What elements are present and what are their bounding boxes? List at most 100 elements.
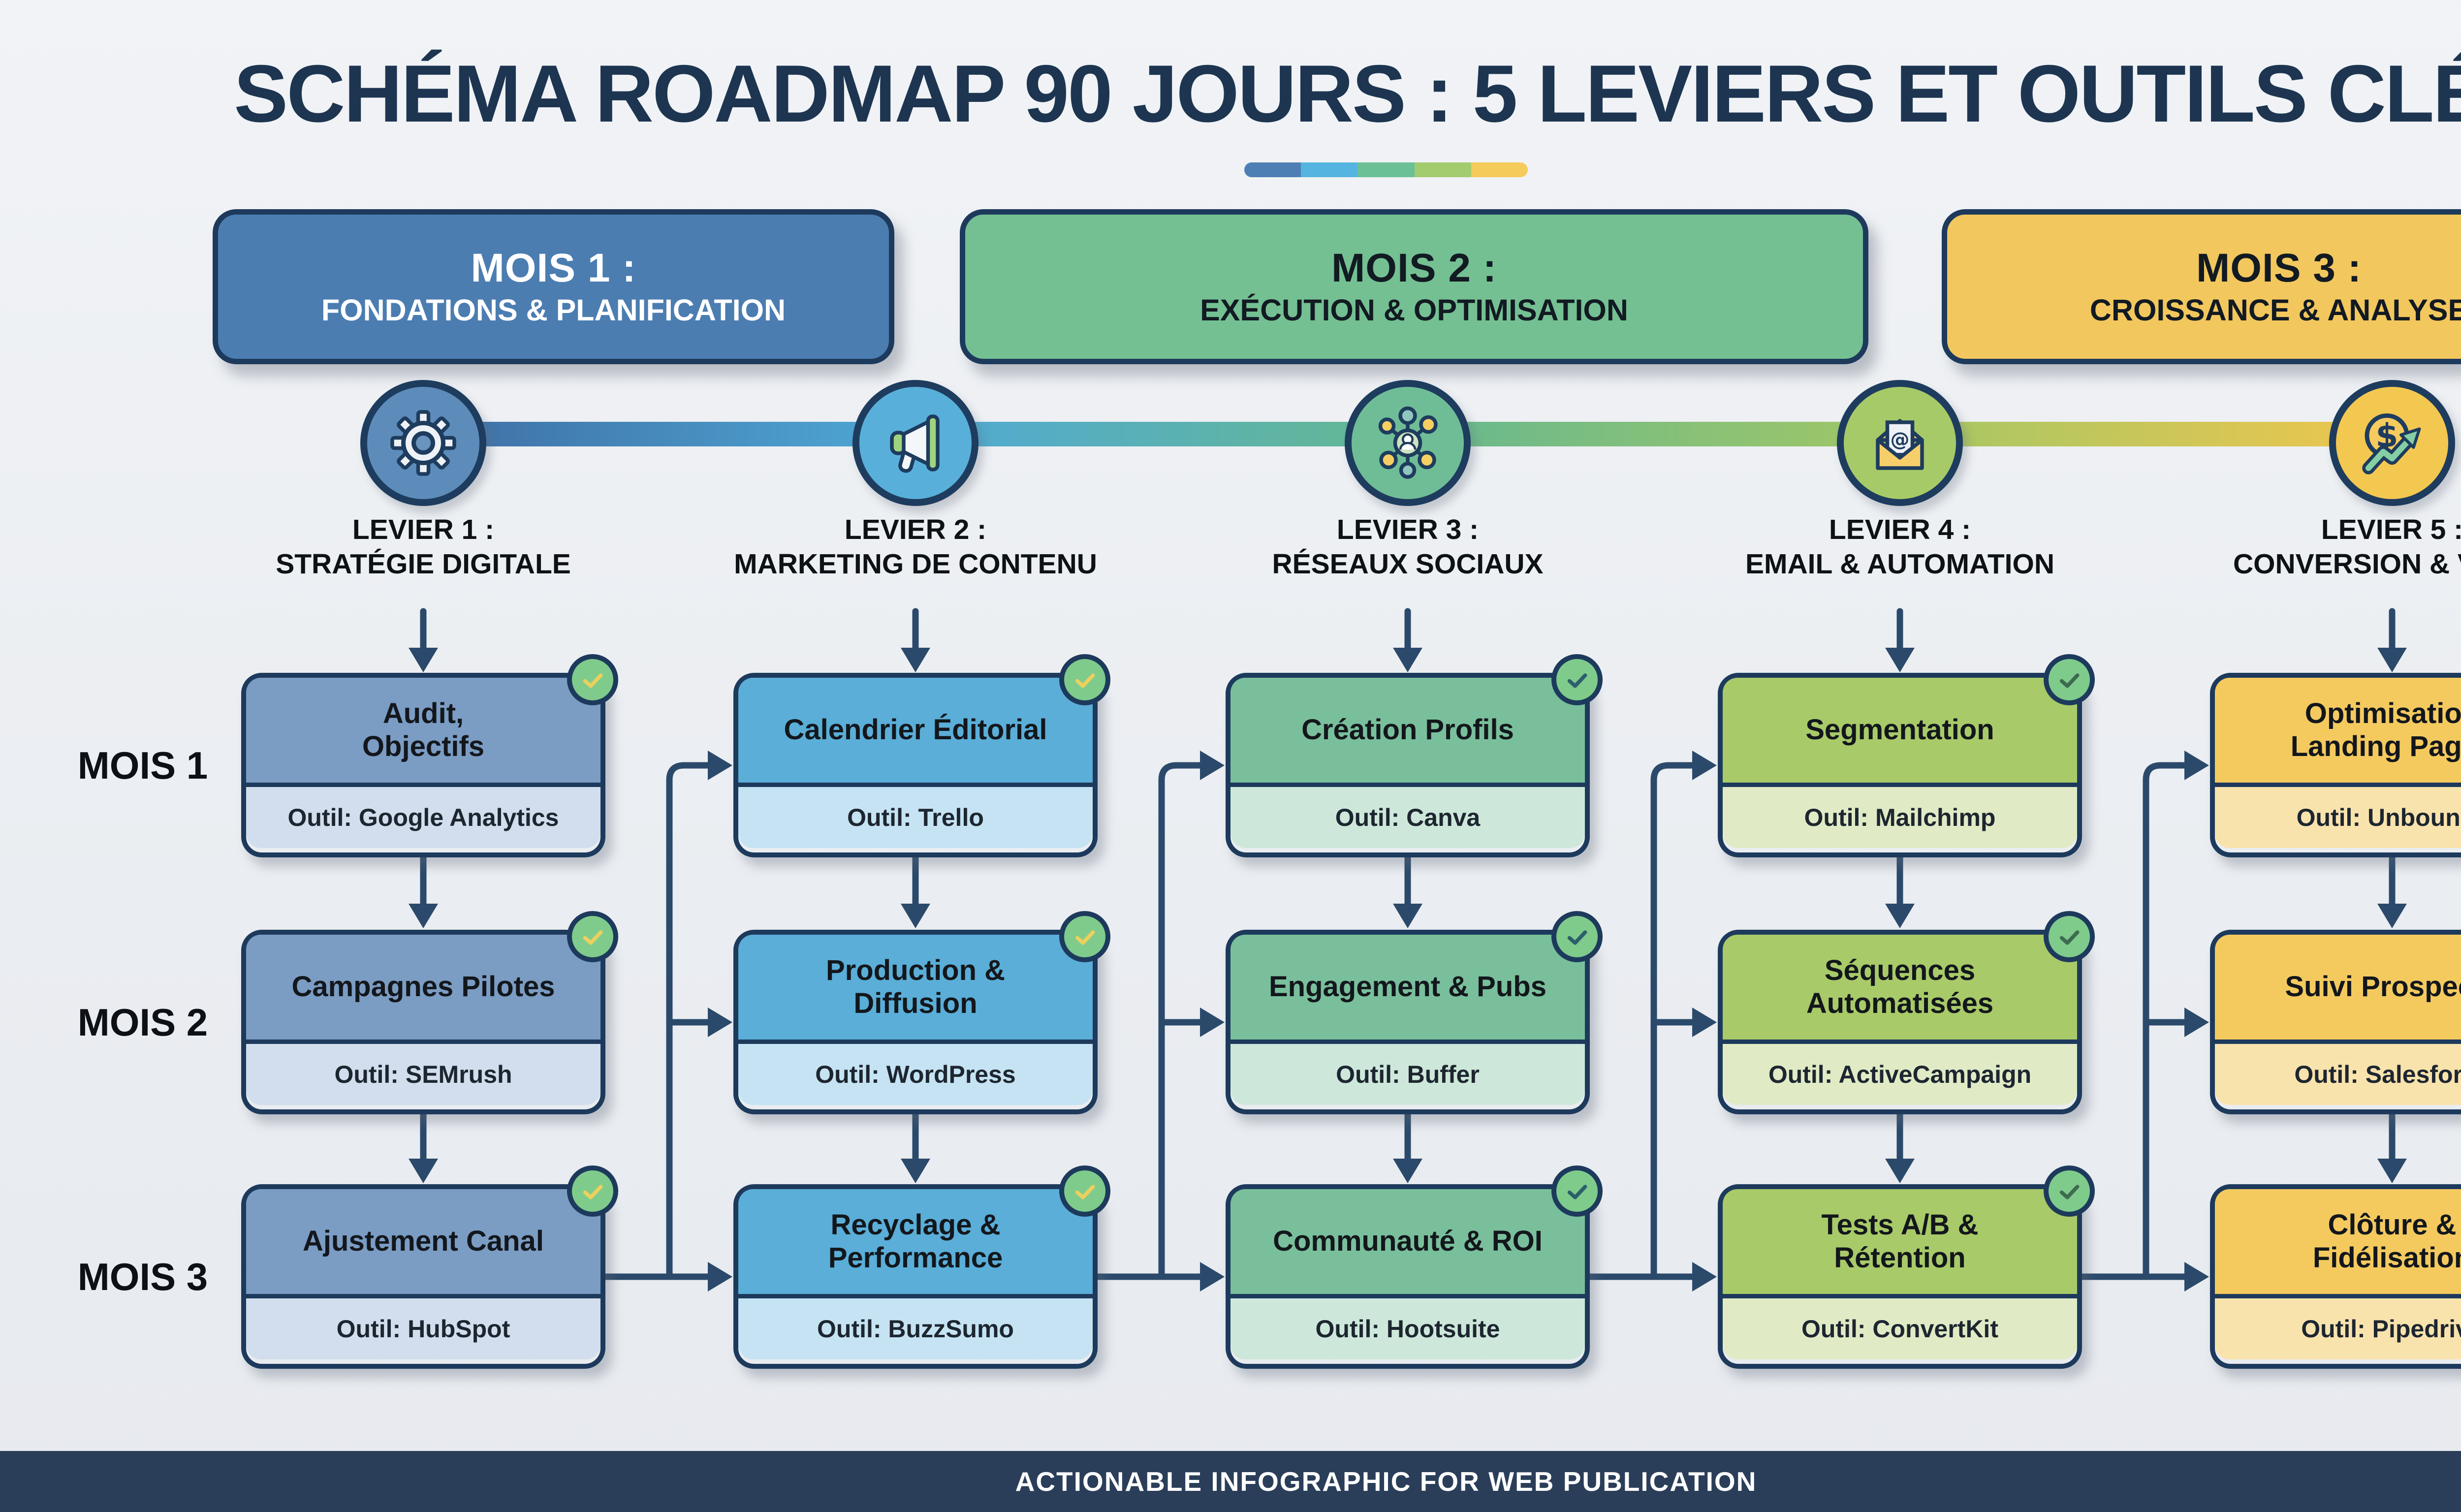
month-header-subtitle: FONDATIONS & PLANIFICATION [321,293,786,327]
task-tool: Outil: Pipedrive [2215,1298,2461,1359]
levier-label-line1: LEVIER 1 : [352,514,495,545]
levier-label-line2: EMAIL & AUTOMATION [1745,548,2055,580]
check-icon [2059,1185,2080,1199]
task-card: Clôture & Fidélisation Outil: Pipedrive [2210,1184,2461,1369]
accent-segment [1357,162,1415,177]
task-tool: Outil: Salesforce [2215,1044,2461,1105]
row-label-mois-3: MOIS 3 [77,1255,208,1298]
timeline-node-4: @ [1837,380,1963,506]
task-tool: Outil: ActiveCampaign [1723,1044,2077,1105]
task-tool: Outil: Trello [738,787,1093,848]
timeline-node-3 [1345,380,1471,506]
task-title: Segmentation [1723,678,2077,787]
timeline-node-1 [360,380,486,506]
levier-1-label: LEVIER 1 : STRATÉGIE DIGITALE [177,513,669,581]
task-title: Optimisation Landing Pages [2215,678,2461,787]
task-tool: Outil: BuzzSumo [738,1298,1093,1359]
levier-5-label: LEVIER 5 : CONVERSION & VENTE [2146,513,2461,581]
task-title: Production & Diffusion [738,935,1093,1044]
levier-label-line1: LEVIER 3 : [1336,514,1479,545]
month-3-header: MOIS 3 : CROISSANCE & ANALYSE [1942,209,2461,364]
megaphone-icon [890,414,940,473]
task-card: Calendrier Éditorial Outil: Trello [733,654,1110,857]
task-tool: Outil: ConvertKit [1723,1298,2077,1359]
check-icon [2059,930,2080,945]
task-title: Création Profils [1230,678,1585,787]
task-tool: Outil: Buffer [1230,1044,1585,1105]
accent-segment [1301,162,1358,177]
task-card: Suivi Prospects Outil: Salesforce [2210,930,2461,1114]
task-title: Ajustement Canal [246,1189,600,1298]
check-badge [567,654,618,705]
levier-2-label: LEVIER 2 : MARKETING DE CONTENU [669,513,1162,581]
check-badge [2044,911,2095,962]
levier-4-label: LEVIER 4 : EMAIL & AUTOMATION [1654,513,2146,581]
month-header-title: MOIS 2 : [1331,246,1497,290]
task-title: Clôture & Fidélisation [2215,1189,2461,1298]
check-badge [2044,1166,2095,1217]
task-title: Séquences Automatisées [1723,935,2077,1044]
email-icon: @ [1876,419,1924,470]
check-icon [2059,673,2080,688]
check-badge [1551,1166,1603,1217]
levier-label-line1: LEVIER 5 : [2321,514,2461,545]
levier-label-line2: MARKETING DE CONTENU [734,548,1097,580]
timeline-node-5: $ [2329,380,2455,506]
levier-label-line2: CONVERSION & VENTE [2233,548,2461,580]
task-card: Création Profils Outil: Canva [1226,654,1603,857]
check-icon [1567,1185,1587,1199]
levier-label-line2: RÉSEAUX SOCIAUX [1272,548,1544,580]
network-icon [1378,406,1438,479]
task-tool: Outil: SEMrush [246,1044,600,1105]
check-icon [583,673,603,688]
task-tool: Outil: Unbounce [2215,787,2461,848]
page-title: SCHÉMA ROADMAP 90 JOURS : 5 LEVIERS ET O… [234,48,2461,139]
task-tool: Outil: WordPress [738,1044,1093,1105]
check-badge [1059,654,1110,705]
dollar-growth-icon: $ [2362,413,2421,474]
task-card: Tests A/B & Rétention Outil: ConvertKit [1718,1166,2095,1369]
check-icon [1567,930,1587,945]
svg-text:@: @ [1891,429,1910,451]
task-tool: Outil: HubSpot [246,1298,600,1359]
task-title: Suivi Prospects [2215,935,2461,1044]
task-card: Séquences Automatisées Outil: ActiveCamp… [1718,911,2095,1114]
task-title: Communauté & ROI [1230,1189,1585,1298]
task-tool: Outil: Hootsuite [1230,1298,1585,1359]
task-card: Segmentation Outil: Mailchimp [1718,654,2095,857]
check-icon [1075,1185,1095,1199]
month-header-subtitle: CROISSANCE & ANALYSE [2089,293,2461,327]
title-accent-bar [1244,162,1528,177]
task-card: Optimisation Landing Pages Outil: Unboun… [2210,673,2461,857]
month-header-title: MOIS 3 : [2196,246,2362,290]
task-card: Communauté & ROI Outil: Hootsuite [1226,1166,1603,1369]
check-icon [1075,673,1095,688]
timeline-node-2 [852,380,978,506]
task-card: Production & Diffusion Outil: WordPress [733,911,1110,1114]
task-title: Campagnes Pilotes [246,935,600,1044]
task-card: Recyclage & Performance Outil: BuzzSumo [733,1166,1110,1369]
check-badge [1059,1166,1110,1217]
levier-label-line1: LEVIER 4 : [1829,514,1971,545]
check-icon [1075,930,1095,945]
task-tool: Outil: Mailchimp [1723,787,2077,848]
check-badge [1059,911,1110,962]
levier-label-line1: LEVIER 2 : [844,514,987,545]
accent-segment [1244,162,1301,177]
row-label-mois-1: MOIS 1 [77,743,208,787]
check-badge [1551,654,1603,705]
month-header-subtitle: EXÉCUTION & OPTIMISATION [1200,293,1628,327]
task-title: Calendrier Éditorial [738,678,1093,787]
month-header-title: MOIS 1 : [471,246,636,290]
check-icon [583,930,603,945]
row-label-mois-2: MOIS 2 [77,1000,208,1044]
task-title: Recyclage & Performance [738,1189,1093,1298]
check-badge [1551,911,1603,962]
gear-icon [390,410,456,476]
task-card: Campagnes Pilotes Outil: SEMrush [241,911,618,1114]
month-2-header: MOIS 2 : EXÉCUTION & OPTIMISATION [960,209,1868,364]
check-icon [1567,673,1587,688]
levier-label-line2: STRATÉGIE DIGITALE [276,548,571,580]
